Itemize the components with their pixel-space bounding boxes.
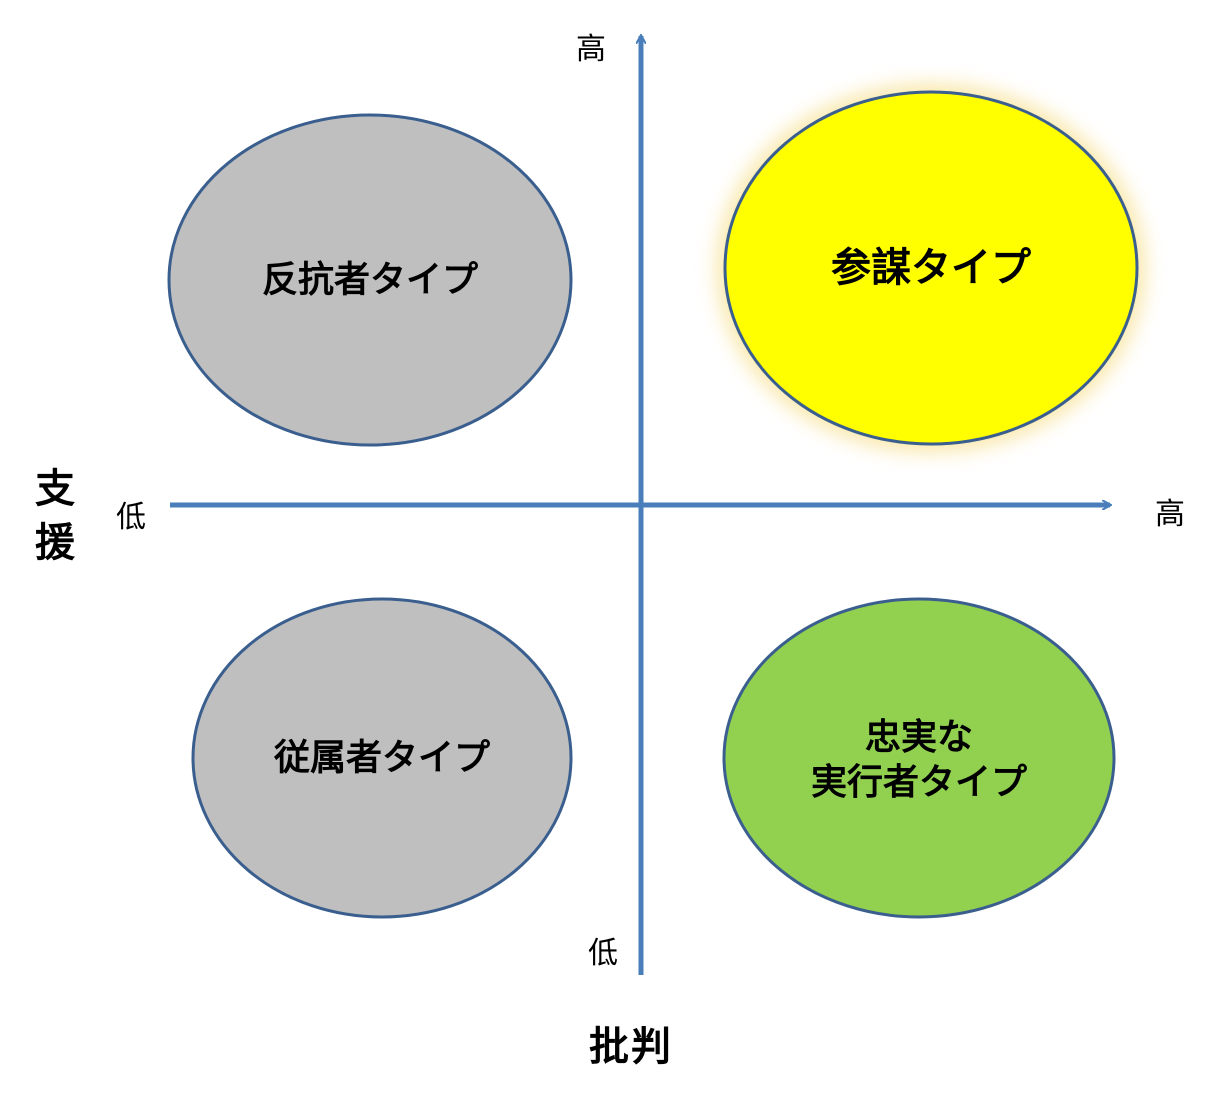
horizontal-axis-high-label: 高 [1155, 497, 1185, 532]
quadrant-label-executor-line2: 実行者タイプ [810, 762, 1028, 803]
horizontal-axis-title: 支援 [35, 466, 75, 566]
vertical-axis-low-label: 低 [588, 936, 618, 971]
quadrant-label-follower: 従属者タイプ [273, 737, 491, 779]
quadrant-label-executor-line1: 忠実な [864, 717, 974, 758]
ellipse-follower [191, 597, 573, 919]
ellipse-executor [722, 597, 1116, 919]
quadrant-label-rebel: 反抗者タイプ [261, 259, 479, 301]
ellipse-rebel [167, 113, 573, 447]
quadrant-label-advisor: 参謀タイプ [831, 245, 1031, 291]
vertical-axis-high-label: 高 [576, 32, 606, 67]
vertical-axis-title: 批判 [589, 1024, 673, 1070]
quadrant-label-executor: 忠実な 実行者タイプ [811, 715, 1027, 805]
ellipse-advisor [723, 90, 1139, 446]
horizontal-axis-low-label: 低 [116, 500, 146, 535]
